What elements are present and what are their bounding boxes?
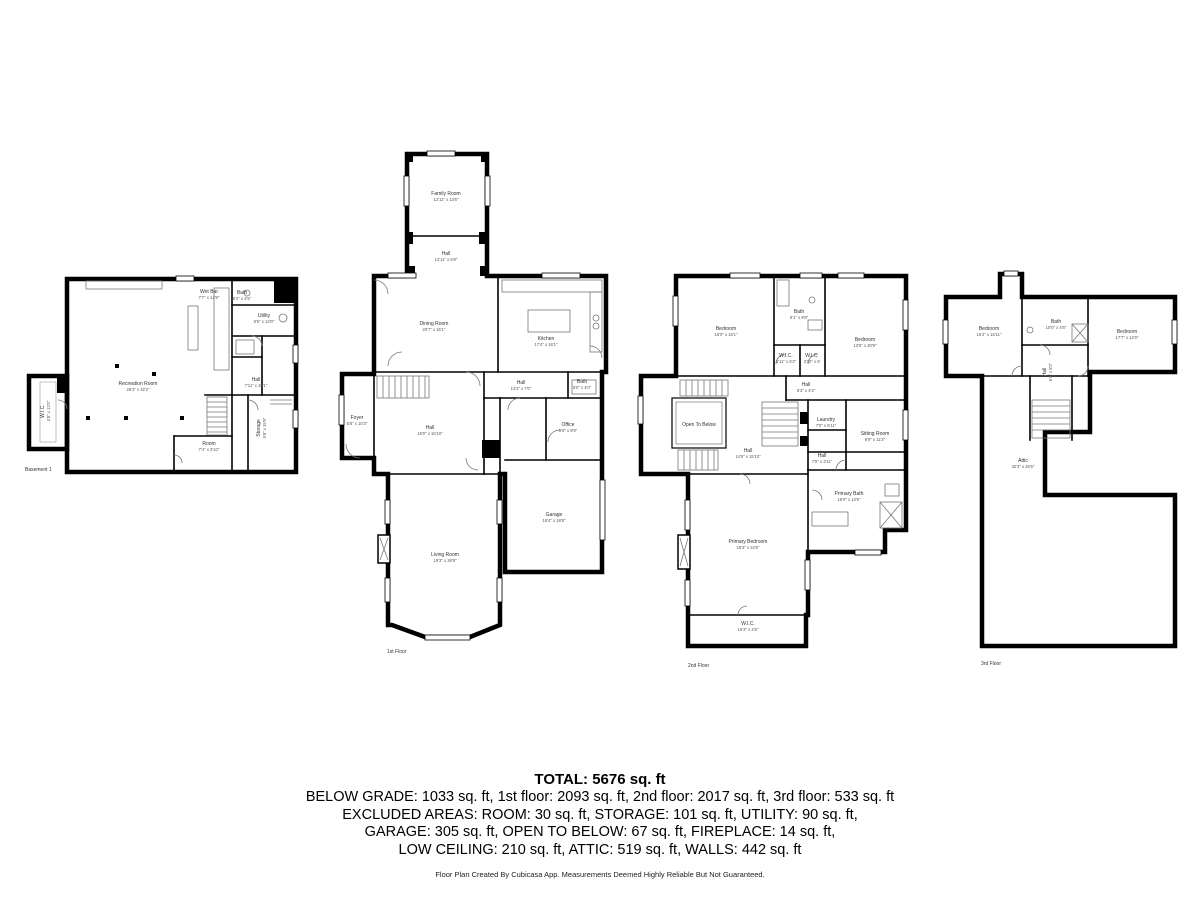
room-dimensions: 5'0" x 4'0" [573, 385, 592, 390]
room-dimensions: 9'6" x 13'0" [254, 319, 275, 324]
room-label: Office [562, 422, 575, 428]
room-label: Storage [256, 419, 262, 437]
room-label: Family Room [431, 191, 460, 197]
room-dimensions: 16'0" x 16'1" [715, 332, 738, 337]
room-label: Hall [252, 377, 261, 383]
room-label: Wet Bar [200, 289, 218, 295]
room-dimensions: 19'3" x 4'5" [738, 627, 759, 632]
room-label: Hall [426, 425, 435, 431]
room-label: Bath [794, 309, 805, 315]
room-label: Room [202, 441, 215, 447]
summary-line: LOW CEILING: 210 sq. ft, ATTIC: 519 sq. … [398, 841, 802, 858]
room-label: Kitchen [538, 336, 555, 342]
room-dimensions: 5'11" x 6'2" [776, 359, 797, 364]
floor-label-second: 2nd Floor [688, 663, 709, 669]
room-label: Bath [1051, 319, 1062, 325]
floor-plan-drawing: Wet Bar 7'7" x 14'9" Bath 6'2" x 4'5" Ut… [25, 150, 1178, 669]
room-label: Sitting Room [861, 431, 890, 437]
room-label: Hall [442, 251, 451, 257]
first-floor-outline [339, 151, 609, 640]
room-dimensions: 8'1" x 9'8" [790, 315, 809, 320]
room-label: Garage [546, 512, 563, 518]
room-label: Bath [577, 379, 588, 385]
floor-label-basement: Basement 1 [25, 467, 52, 473]
room-dimensions: 16'0" x 13'6" [838, 497, 861, 502]
room-dimensions: 6'2" x 4'5" [233, 296, 252, 301]
summary-line: BELOW GRADE: 1033 sq. ft, 1st floor: 209… [305, 789, 895, 805]
room-label: Primary Bath [835, 491, 864, 497]
room-dimensions: 32'3" x 45'5" [1012, 464, 1035, 469]
room-label: Primary Bedroom [729, 539, 768, 545]
room-label: Bedroom [1117, 329, 1137, 335]
room-label: Hall [818, 453, 827, 459]
room-label: W.I.C. [40, 404, 46, 418]
room-dimensions: 18'0" x 15'10" [417, 431, 443, 436]
room-dimensions: 16'4" x 18'8" [543, 518, 566, 523]
room-label: W.I.C. [805, 353, 819, 359]
room-label: Hall [517, 380, 526, 386]
room-label: Hall [802, 382, 811, 388]
room-dimensions: 7'5" x 3'11" [812, 459, 833, 464]
second-floor-plan: Bedroom 16'0" x 16'1" Bath 8'1" x 9'8" B… [637, 272, 909, 669]
room-dimensions: 20'7" x 15'1" [423, 327, 446, 332]
room-dimensions: 15'2" x 15'11" [977, 332, 1002, 337]
room-dimensions: 14'9" x 15'10" [735, 454, 761, 459]
room-label: Laundry [817, 417, 836, 423]
room-dimensions: 13'5" x 20'9" [854, 343, 877, 348]
room-label: Bath [237, 290, 248, 296]
area-summary: TOTAL: 5676 sq. ft BELOW GRADE: 1033 sq.… [0, 770, 1200, 859]
credit-note: Floor Plan Created By Cubicasa App. Meas… [435, 870, 765, 879]
room-dimensions: 5'3" x 4'4" [797, 388, 816, 393]
room-label: Utility [258, 313, 271, 319]
room-label: Recreation Room [119, 381, 158, 387]
room-dimensions: 28'3" x 32'2" [127, 387, 150, 392]
floor-label-first: 1st Floor [387, 649, 407, 655]
basement-wic-outline [26, 373, 70, 452]
room-label: Bedroom [979, 326, 999, 332]
room-dimensions: 13'2" x 7'0" [511, 386, 532, 391]
floor-label-third: 3rd Floor [981, 661, 1001, 667]
room-dimensions: 7'4" x 3'10" [199, 447, 220, 452]
room-label: Foyer [351, 415, 364, 421]
room-label: W.I.C. [779, 353, 793, 359]
room-label: Hall [1042, 368, 1048, 377]
room-label: Hall [744, 448, 753, 454]
room-dimensions: 19'3" x 24'5" [737, 545, 760, 550]
room-dimensions: 12'11" x 13'6" [434, 197, 459, 202]
room-dimensions: 9'9" x 9'9" [559, 428, 578, 433]
first-floor-plan: Family Room 12'11" x 13'6" Hall 12'11" x… [338, 150, 609, 655]
basement-floor-plan: Wet Bar 7'7" x 14'9" Bath 6'2" x 4'5" Ut… [25, 275, 299, 475]
room-dimensions: 4'8" x 12'0" [46, 400, 51, 421]
room-dimensions: 19'3" x 28'9" [434, 558, 457, 563]
room-label: Bedroom [716, 326, 736, 332]
room-dimensions: 6'0" x 8'2" [1048, 362, 1053, 381]
room-dimensions: 7'7" x 14'9" [199, 295, 220, 300]
total-area: TOTAL: 5676 sq. ft [534, 771, 666, 788]
room-dimensions: 7'11" x 10'1" [245, 383, 268, 388]
room-label: Open To Below [682, 422, 716, 428]
room-dimensions: 12'11" x 6'8" [435, 257, 458, 262]
third-floor-plan: Bedroom 15'2" x 15'11" Bath 10'0" x 4'6"… [942, 270, 1178, 667]
room-label: W.I.C. [741, 621, 755, 627]
room-label: Dining Room [420, 321, 449, 327]
room-dimensions: 3'10" x 6' [804, 359, 821, 364]
room-label: Attic [1018, 458, 1028, 464]
room-dimensions: 17'7" x 12'0" [1116, 335, 1139, 340]
room-dimensions: 17'4" x 16'1" [535, 342, 558, 347]
summary-line: GARAGE: 305 sq. ft, OPEN TO BELOW: 67 sq… [364, 824, 836, 840]
room-dimensions: 9'9" x 11'2" [865, 437, 886, 442]
room-label: Bedroom [855, 337, 875, 343]
room-dimensions: 7'0" x 6'11" [816, 423, 837, 428]
room-dimensions: 5'9" x 15'9" [262, 417, 267, 438]
room-dimensions: 5'8" x 10'3" [347, 421, 368, 426]
summary-line: EXCLUDED AREAS: ROOM: 30 sq. ft, STORAGE… [342, 806, 858, 823]
room-dimensions: 10'0" x 4'6" [1046, 325, 1067, 330]
room-label: Living Room [431, 552, 459, 558]
